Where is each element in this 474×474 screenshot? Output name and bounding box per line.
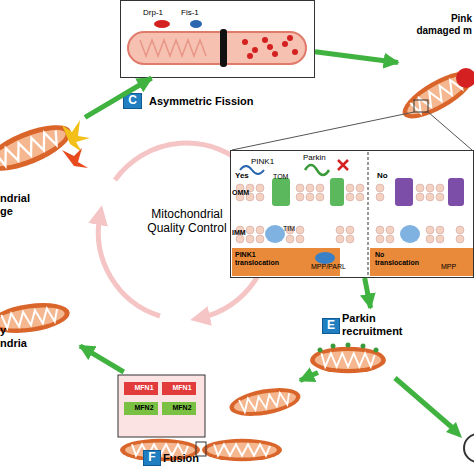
panel-background bbox=[231, 151, 473, 277]
stage-node: Pink damaged m bbox=[398, 5, 474, 130]
fission-mitochondrion bbox=[128, 32, 306, 64]
flow-arrow bbox=[315, 52, 398, 63]
panel-letter: E bbox=[322, 318, 340, 334]
text-label: TIM bbox=[283, 225, 305, 233]
healthy-mitochondrion bbox=[0, 299, 72, 338]
drp1-ring bbox=[220, 29, 227, 67]
tom-channel bbox=[448, 178, 464, 206]
text-label: Parkin bbox=[303, 153, 343, 162]
damage-spark bbox=[62, 120, 90, 152]
drp1-protein bbox=[154, 20, 170, 28]
flow-arrow bbox=[300, 372, 318, 380]
panel-letter: C bbox=[123, 93, 142, 109]
stage-node: MFN1 MFN1MFN2 MFN2FFusion bbox=[115, 372, 300, 472]
stage-node: ndrial ge bbox=[0, 100, 85, 185]
tim-complex bbox=[400, 225, 420, 243]
zoom-line bbox=[232, 112, 414, 150]
stage-node: Drp-1Fis-1CAsymmetric Fission bbox=[120, 0, 315, 78]
damage-spark bbox=[62, 148, 88, 168]
stage-node: PINK1 ParkinYes TOM OMM TIM IMM PINK1 transloc… bbox=[230, 150, 474, 278]
outer-membrane bbox=[236, 184, 464, 243]
panel-background bbox=[121, 1, 314, 77]
text-label: Drp-1 bbox=[143, 8, 177, 17]
mpp-protease bbox=[315, 252, 335, 264]
fis1-protein bbox=[190, 20, 202, 28]
damaged-content bbox=[242, 35, 298, 59]
text-label: y ndria bbox=[0, 324, 34, 349]
divider bbox=[368, 152, 369, 276]
tom-channel bbox=[272, 178, 290, 206]
text-label: No translocation bbox=[375, 251, 429, 267]
tom-channel bbox=[330, 178, 344, 206]
text-label: Fusion bbox=[163, 452, 223, 465]
text-label: PINK1 bbox=[251, 157, 285, 166]
text-label: ndrial ge bbox=[0, 192, 40, 217]
text-label: MPP/PARL bbox=[311, 263, 361, 271]
text-label: Yes bbox=[235, 171, 257, 180]
cropped-symbol bbox=[464, 434, 474, 462]
text-label: OMM bbox=[232, 189, 256, 197]
tom-channel bbox=[395, 178, 413, 206]
fusing-mitochondrion bbox=[202, 439, 282, 461]
flow-arrow bbox=[85, 78, 152, 117]
text-label: PINK1 translocation bbox=[235, 251, 299, 267]
matrix-band bbox=[232, 248, 340, 276]
fusion-inset bbox=[118, 375, 205, 437]
text-label: MFN2 bbox=[165, 404, 199, 412]
damaged-mitochondrion bbox=[396, 63, 474, 127]
text-label: IMM bbox=[232, 229, 256, 237]
text-label: Mitochondrial Quality Control bbox=[146, 208, 228, 236]
cross-mark bbox=[338, 160, 348, 170]
tim-complex bbox=[265, 225, 285, 243]
zoom-box bbox=[414, 100, 428, 112]
cristae bbox=[140, 40, 206, 56]
zoom-line bbox=[428, 112, 472, 150]
matrix-band bbox=[370, 248, 473, 276]
text-label: Fis-1 bbox=[181, 8, 215, 17]
text-label: MFN1 bbox=[165, 384, 199, 392]
exit-arrowhead bbox=[446, 422, 462, 438]
flow-arrow bbox=[365, 278, 371, 308]
exit-arrow bbox=[395, 378, 455, 430]
text-label: MFN1 bbox=[127, 384, 161, 392]
parkin-mitochondrion bbox=[310, 347, 386, 374]
stage-node: EParkin recruitment bbox=[318, 308, 438, 383]
text-label: Asymmetric Fission bbox=[149, 95, 279, 108]
damaged-mitochondrion bbox=[0, 116, 77, 180]
parkin-protein bbox=[305, 165, 329, 175]
text-label: No bbox=[377, 171, 397, 180]
text-label: TOM bbox=[273, 173, 297, 181]
parkin-dots bbox=[318, 343, 379, 353]
text-label: MFN2 bbox=[127, 404, 161, 412]
text-label: MPP bbox=[441, 263, 474, 271]
stage-node: y ndria bbox=[0, 292, 80, 352]
text-label: Parkin recruitment bbox=[342, 312, 422, 337]
mitochondrion bbox=[227, 383, 302, 420]
panel-letter: F bbox=[143, 450, 161, 466]
text-label: Pink damaged m bbox=[412, 13, 472, 36]
damaged-content bbox=[456, 68, 474, 88]
flow-arrow bbox=[80, 346, 124, 372]
